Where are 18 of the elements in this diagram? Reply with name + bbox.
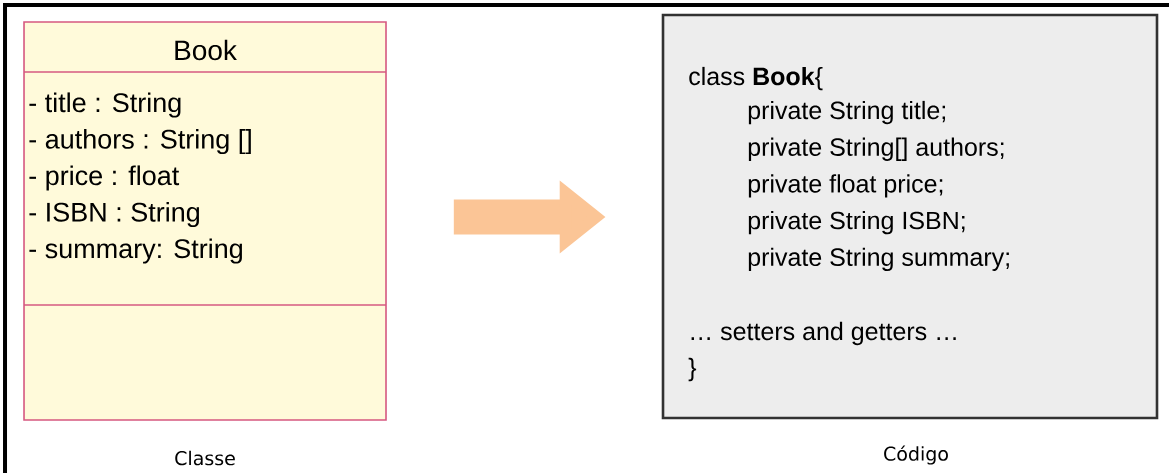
class-name: Book xyxy=(175,39,237,61)
node-label: Classe xyxy=(175,450,235,466)
attribute-text: - title : String xyxy=(29,92,181,118)
code-line: private String title; xyxy=(748,100,945,125)
code-line: private float price; xyxy=(748,174,943,198)
code-line: } xyxy=(688,357,697,382)
code-line: private String summary; xyxy=(748,247,1009,271)
uml-class-box xyxy=(23,21,387,421)
node-label: Código xyxy=(884,445,948,465)
code-line: class Book{ xyxy=(689,66,823,91)
attribute-text: - authors : String [] xyxy=(29,128,251,155)
code-line: private String ISBN; xyxy=(748,210,965,235)
attribute-text: - ISBN : String xyxy=(29,201,199,228)
attribute-text: - summary: String xyxy=(29,238,242,264)
code-line: private String[] authors; xyxy=(748,137,1004,161)
code-box xyxy=(661,13,1159,420)
attribute-text: - price : float xyxy=(29,165,180,191)
code-line: … setters and getters … xyxy=(691,321,956,346)
